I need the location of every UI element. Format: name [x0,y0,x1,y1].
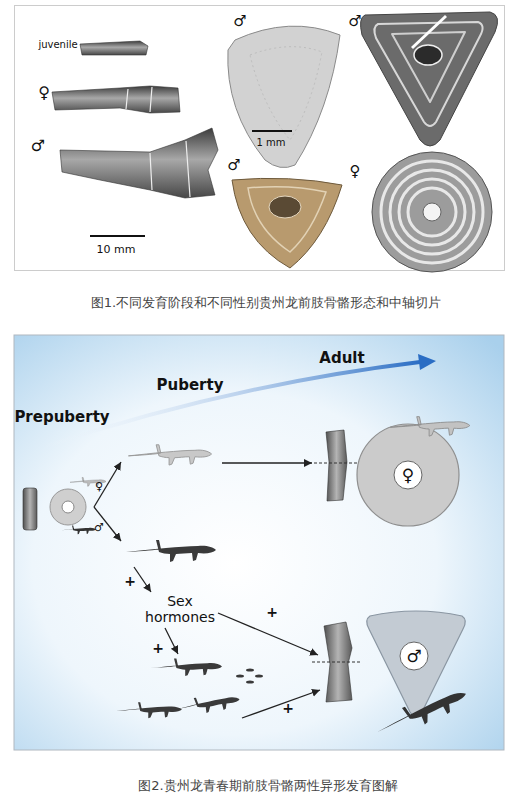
stage-label: Prepuberty [14,409,109,426]
scale-label: 1 mm [256,137,285,149]
arrow [165,628,178,654]
male-bone [60,128,218,198]
figure-caption: 图2.贵州龙青春期前肢骨骼两性异形发育图解 [138,779,397,794]
inner-ring [394,461,422,489]
arrow [242,690,320,718]
plus-sign: + [266,604,278,620]
growth-ring [374,22,482,126]
sex-symbol: ♀ [95,481,103,494]
bone-crack [150,141,190,197]
growth-arrowhead [418,354,436,370]
female-cross-section: ♀ [356,423,460,527]
growth-ring [381,161,483,263]
stage-label: Adult [319,350,364,367]
figure-frame [14,335,504,750]
stage-label: juvenile [38,39,77,51]
cross-section [232,178,342,268]
medullary-cavity [423,203,441,221]
figure-caption: 图1.不同发育阶段和不同性别贵州龙前肢骨骼形态和中轴切片 [91,296,441,311]
plus-sign: + [124,573,136,589]
inner-ring [400,642,428,670]
fish [246,680,254,683]
plus-sign: + [282,700,294,716]
sex-symbol: ♀ [350,163,361,180]
arrow [94,507,121,541]
scale-bar [252,130,292,132]
arrow [222,462,312,463]
fish [255,674,263,677]
section-line [314,463,360,464]
growth-arrow [40,362,420,448]
bone-crack [126,87,152,112]
plus-sign: + [152,640,164,656]
male-lizard [126,540,216,562]
juvenile-male-lizard [60,526,96,535]
female-bone [326,430,347,501]
male-lizard [171,692,241,718]
cross-section [372,152,492,272]
fish [246,668,254,671]
growth-ring [399,179,465,245]
cross-section [361,12,498,146]
arrow [134,567,151,592]
section-texture [250,47,322,140]
juvenile-section [62,501,74,513]
stage-label: Puberty [157,377,224,394]
sex-symbol: ♀ [38,84,50,102]
growth-ring [392,32,465,102]
growth-ring [408,188,456,236]
fish [236,674,244,677]
juvenile-bone [23,488,37,530]
sex-symbol: ♀ [402,465,414,485]
hormone-label: Sex hormones [138,593,222,625]
sex-symbol: ♂ [94,522,104,535]
male-lizard [116,702,182,718]
sex-symbol: ♂ [233,13,246,30]
male-lizard [150,659,222,677]
section-line [312,662,362,663]
female-lizard [128,445,211,465]
growth-ring [390,170,474,254]
scale-label: 10 mm [97,244,136,257]
sex-symbol: ♂ [406,646,421,666]
female-bone [52,86,180,113]
male-cross-section: ♂ [362,608,470,720]
scale-bar [90,235,145,237]
medullary-cavity [414,45,442,65]
juvenile-bone [80,41,148,55]
juvenile-section [50,489,86,525]
pointer-line [412,16,446,48]
sex-symbol: ♂ [348,13,361,30]
growth-ring [248,187,326,252]
medullary-cavity [269,196,301,218]
section-disc [357,424,459,526]
section-triangle [367,611,466,717]
arrow [94,462,121,507]
sex-symbol: ♂ [227,157,240,174]
sex-symbol: ♂ [31,137,45,155]
cross-section [228,26,340,167]
